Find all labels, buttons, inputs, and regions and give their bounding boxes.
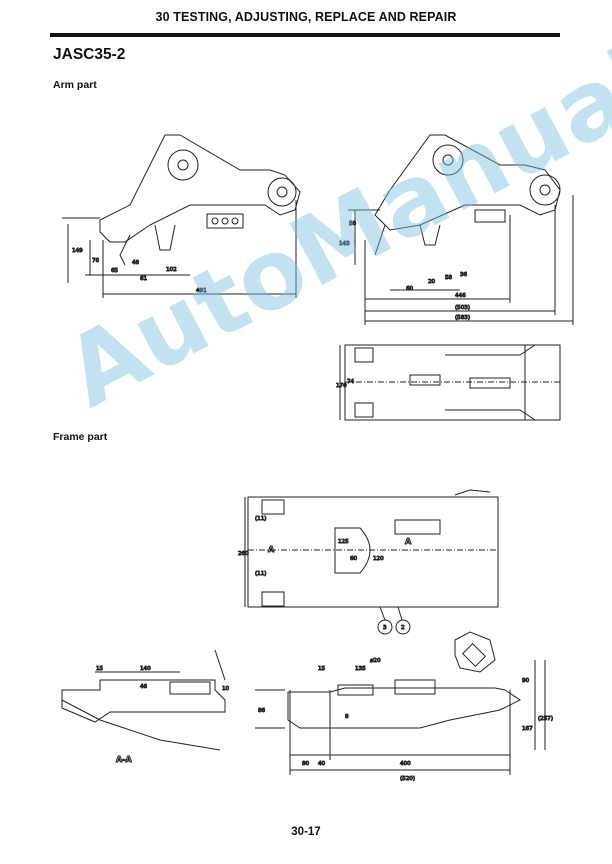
callout-3: 3 [383, 625, 387, 631]
frame-dim-120: 120 [373, 556, 384, 562]
side-dim-40: 40 [318, 761, 326, 767]
arm-right-dim-503: (503) [455, 305, 470, 311]
arm-right-dim-58b: 58 [445, 275, 453, 281]
side-dim-90: 90 [522, 678, 530, 684]
side-dim-520: (520) [400, 776, 415, 782]
page-number: 30-17 [291, 826, 321, 838]
frame-side-view [255, 631, 546, 775]
aa-dim-15: 15 [96, 666, 104, 672]
arm-right-view [348, 134, 574, 325]
arm-left-dim-61: 61 [140, 276, 148, 282]
section-a-a-view [61, 649, 226, 751]
arm-right-dim-36: 36 [460, 272, 468, 278]
frame-top-view [244, 489, 499, 635]
arm-left-dim-48: 48 [132, 260, 140, 266]
side-dim-8: 8 [345, 714, 349, 720]
view-a-left-label: A [268, 545, 275, 554]
frame-dim-11b: (11) [255, 571, 266, 577]
arm-part-heading: Arm part [53, 79, 97, 91]
arm-plan-dim-170: 170 [336, 383, 347, 389]
aa-dim-46: 46 [140, 684, 148, 690]
arm-left-dim-149: 149 [72, 248, 83, 254]
arm-plan-view [339, 344, 561, 421]
side-dim-167: 167 [522, 726, 533, 732]
side-dim-86: 86 [258, 708, 266, 714]
arm-left-dim-65: 65 [111, 268, 119, 274]
frame-dim-11a: (11) [255, 516, 266, 522]
side-dim-dia20: ø20 [370, 658, 381, 664]
callout-2: 2 [401, 625, 405, 631]
side-dim-80: 80 [302, 761, 310, 767]
arm-left-dim-102: 102 [166, 267, 177, 273]
arm-right-dim-143: 143 [339, 241, 350, 247]
aa-dim-10: 10 [222, 686, 230, 692]
model-title: JASC35-2 [53, 46, 126, 63]
frame-part-heading: Frame part [53, 431, 108, 443]
arm-right-dim-20: 20 [428, 279, 436, 285]
frame-dim-260: 260 [238, 551, 249, 557]
arm-plan-dim-74: 74 [347, 379, 355, 385]
arm-right-dim-583: (583) [455, 315, 470, 321]
header-rule [50, 33, 560, 37]
side-dim-15: 15 [318, 666, 326, 672]
chapter-header: 30 TESTING, ADJUSTING, REPLACE AND REPAI… [155, 10, 457, 24]
arm-left-dim-491: 491 [196, 288, 207, 294]
section-label: A-A [116, 755, 133, 764]
side-dim-257: (257) [538, 716, 553, 722]
frame-dim-125: 125 [338, 539, 349, 545]
side-dim-135: 135 [355, 666, 366, 672]
arm-left-view [62, 134, 301, 298]
side-dim-400: 400 [400, 761, 411, 767]
view-a-right-label: A [405, 537, 412, 546]
arm-right-dim-446: 446 [455, 293, 466, 299]
frame-dim-60: 60 [350, 556, 358, 562]
arm-right-dim-60: 60 [406, 286, 414, 292]
arm-left-dim-76: 76 [92, 258, 100, 264]
aa-dim-140: 140 [140, 666, 151, 672]
arm-right-dim-58: 58 [349, 221, 357, 227]
